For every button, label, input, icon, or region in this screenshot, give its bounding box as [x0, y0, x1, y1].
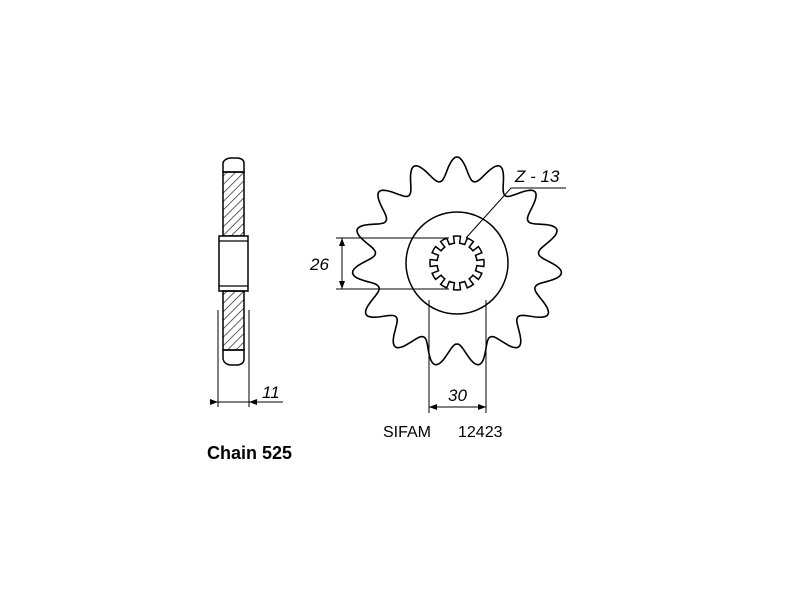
hub-label: 30	[448, 386, 467, 405]
side-lower-web	[222, 290, 245, 351]
side-upper-web	[222, 171, 245, 237]
spline-bore	[429, 235, 485, 291]
hub-circle	[405, 211, 509, 315]
teeth-leader-line	[465, 187, 512, 239]
side-bottom-tooth	[222, 349, 245, 366]
bore-label: 26	[309, 255, 329, 274]
side-hub-bore	[218, 235, 249, 292]
thickness-label: 11	[262, 383, 280, 402]
teeth-count-label: Z - 13	[514, 167, 560, 186]
chain-label: Chain 525	[207, 443, 292, 463]
brand-label: SIFAM	[383, 424, 431, 441]
part-number-label: 12423	[458, 424, 503, 441]
sprocket-outline	[351, 156, 563, 366]
front-view: 26 30 Z - 13	[309, 156, 566, 413]
side-view: 11	[210, 157, 283, 407]
side-top-tooth	[222, 157, 245, 173]
